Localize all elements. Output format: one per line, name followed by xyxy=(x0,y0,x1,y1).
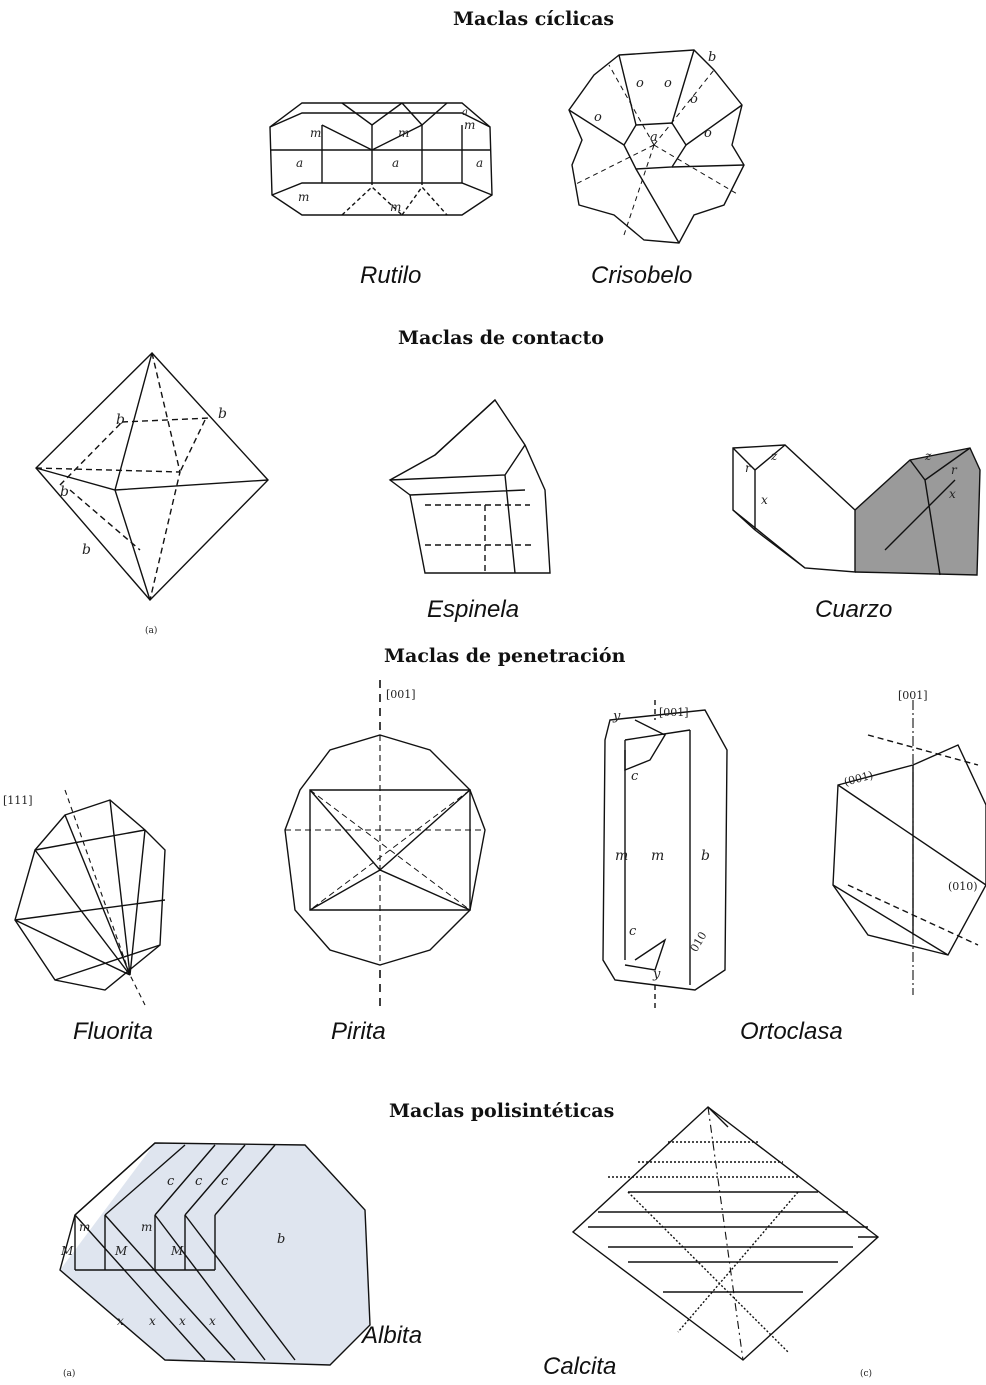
chrysoberyl-twin-drawing: o o o o o b a xyxy=(564,45,754,245)
albite-face-x-3: x xyxy=(179,1314,186,1328)
rutile-twin-drawing: a a a m m m m m a xyxy=(262,95,502,225)
chrysoberyl-face-o-3: o xyxy=(690,92,698,107)
figure-letter-contact-a: (a) xyxy=(145,626,157,636)
chrysoberyl-face-o-4: o xyxy=(594,110,602,125)
fluorite-twin-drawing: [111] xyxy=(5,790,190,1005)
octahedron-face-b-4: b xyxy=(82,542,91,558)
albite-face-x-1: x xyxy=(117,1314,124,1328)
orthoclase-twin-drawing-1: [001] m m b y c c y 010 xyxy=(595,700,735,1000)
chrysoberyl-face-o-1: o xyxy=(636,76,644,91)
chrysoberyl-face-b: b xyxy=(708,50,716,65)
spinel-twin-drawing xyxy=(385,395,555,575)
title-maclas-ciclicas: Maclas cíclicas xyxy=(453,8,614,30)
orthoclase-face-010-paren: (010) xyxy=(948,880,978,893)
rutile-face-a-top: a xyxy=(462,107,468,118)
rutile-face-m-4: m xyxy=(298,190,309,204)
orthoclase-axis-label-2: [001] xyxy=(898,689,928,702)
pyrite-twin-drawing: [001] xyxy=(280,680,495,1000)
albite-face-m-2: m xyxy=(141,1220,152,1234)
albite-face-M-2: M xyxy=(114,1244,128,1258)
rutile-face-a-left: a xyxy=(296,156,303,170)
albite-face-b: b xyxy=(277,1232,285,1247)
orthoclase-face-m-1: m xyxy=(615,848,628,864)
orthoclase-face-c-bottom: c xyxy=(629,924,637,939)
quartz-face-x-left: x xyxy=(761,493,768,507)
rutile-face-m-5: m xyxy=(390,200,401,214)
octahedron-face-b-3: b xyxy=(60,484,69,500)
label-ortoclasa: Ortoclasa xyxy=(740,1018,843,1046)
orthoclase-face-m-2: m xyxy=(651,848,664,864)
label-espinela: Espinela xyxy=(427,596,519,624)
rutile-face-m-2: m xyxy=(398,126,409,140)
orthoclase-face-c-top: c xyxy=(631,769,639,784)
orthoclase-twin-drawing-2: [001] (001) (010) xyxy=(828,685,986,1000)
figure-letter-calcita-c: (c) xyxy=(860,1369,872,1379)
label-fluorita: Fluorita xyxy=(73,1018,153,1046)
orthoclase-face-y-bottom: y xyxy=(652,967,661,982)
fluorite-axis-label: [111] xyxy=(3,794,33,807)
albite-face-x-2: x xyxy=(149,1314,156,1328)
orthoclase-face-y-top: y xyxy=(612,709,621,724)
label-rutilo: Rutilo xyxy=(360,262,421,290)
albite-face-c-2: c xyxy=(195,1174,203,1189)
quartz-face-z-right: z xyxy=(924,449,932,463)
albite-twin-drawing: c c c b m m M M M x x x x xyxy=(55,1135,395,1370)
octahedron-face-b-2: b xyxy=(218,406,227,422)
quartz-face-x-right: x xyxy=(949,487,956,501)
albite-face-x-4: x xyxy=(209,1314,216,1328)
albite-face-c-3: c xyxy=(221,1174,229,1189)
rutile-face-a-right: a xyxy=(476,156,483,170)
albite-face-m-1: m xyxy=(79,1220,90,1234)
orthoclase-face-b: b xyxy=(701,848,710,864)
rutile-face-m-1: m xyxy=(310,126,321,140)
chrysoberyl-face-o-2: o xyxy=(664,76,672,91)
contact-octahedron-drawing: b b b b xyxy=(30,350,270,605)
octahedron-face-b-1: b xyxy=(116,412,125,428)
chrysoberyl-face-o-5: o xyxy=(704,126,712,141)
orthoclase-face-001: (001) xyxy=(843,769,875,789)
albite-face-c-1: c xyxy=(167,1174,175,1189)
label-pirita: Pirita xyxy=(331,1018,386,1046)
quartz-face-z-left: z xyxy=(770,449,778,463)
rutile-face-m-3: m xyxy=(464,118,475,132)
label-crisobelo: Crisobelo xyxy=(591,262,692,290)
label-cuarzo: Cuarzo xyxy=(815,596,892,624)
title-maclas-penetracion: Maclas de penetración xyxy=(384,645,625,667)
title-maclas-contacto: Maclas de contacto xyxy=(398,327,604,349)
chrysoberyl-face-a: a xyxy=(650,130,658,145)
quartz-twin-drawing: r z x z r x xyxy=(725,440,980,575)
calcite-twin-drawing xyxy=(568,1102,888,1364)
orthoclase-axis-label-1: [001] xyxy=(659,706,689,719)
albite-face-M-1: M xyxy=(60,1244,74,1258)
quartz-face-r-left: r xyxy=(745,461,752,475)
rutile-face-a-center: a xyxy=(392,156,399,170)
albite-face-M-3: M xyxy=(170,1244,184,1258)
pyrite-axis-label: [001] xyxy=(386,688,416,701)
figure-letter-albita-a: (a) xyxy=(63,1369,75,1379)
orthoclase-face-010: 010 xyxy=(688,930,710,955)
